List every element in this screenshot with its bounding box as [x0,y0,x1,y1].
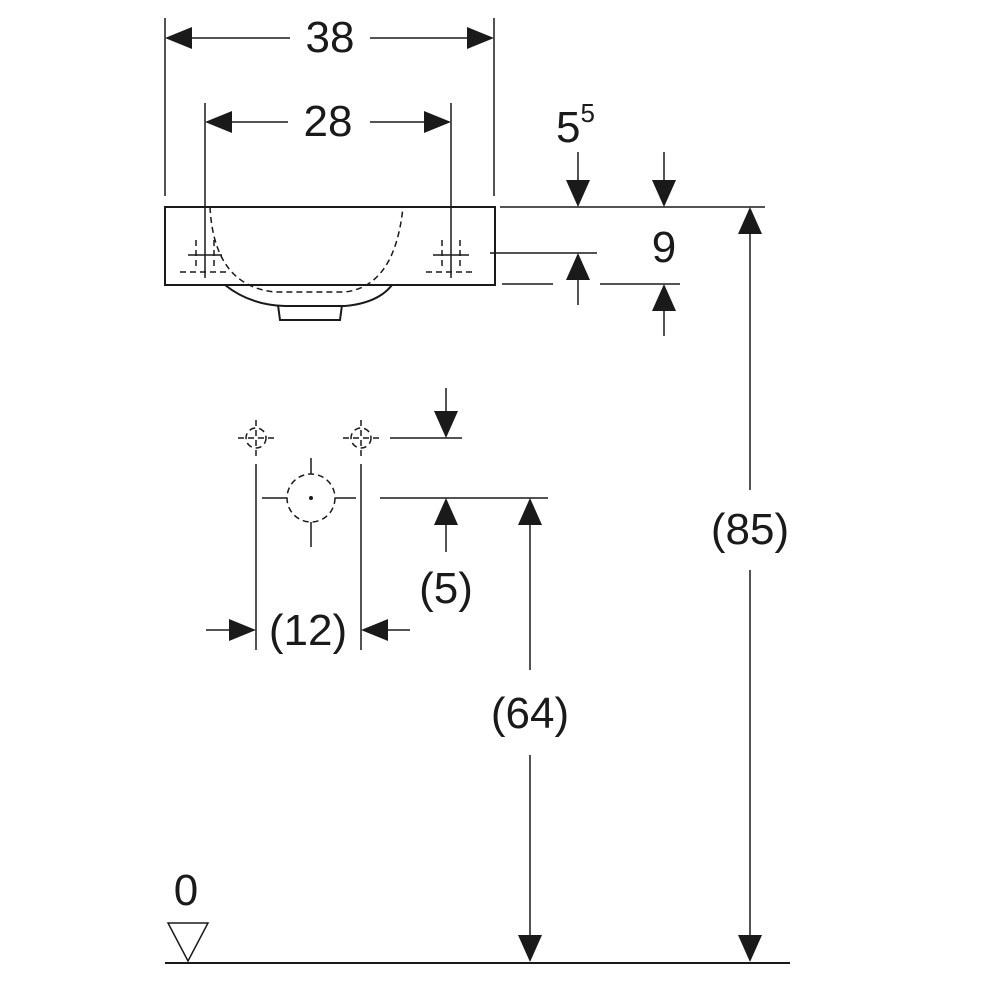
dimension-rim-height: (85) [711,207,789,962]
dimension-basin-depth: 9 [490,206,765,336]
level-marker-icon [166,922,210,963]
waste-outlet-icon [262,458,356,547]
supply-offset-label: (5) [419,564,473,613]
supply-spacing-label: (12) [269,606,347,655]
arrow-down-icon [566,180,590,207]
wall-connections [238,420,379,650]
arrow-down-icon [652,180,676,207]
arrow-left-icon [361,619,388,641]
basin [164,206,496,321]
dimension-supply-offset: (5) [380,388,548,613]
floor-level-label: 0 [174,866,198,915]
arrow-up-icon [566,253,590,280]
dimension-supply-spacing: (12) [206,606,410,655]
dimension-rim-offset: 55 [556,98,676,207]
tap-spacing-label: 28 [304,97,353,146]
arrow-up-icon [738,207,762,234]
dimension-tap-spacing: 28 [204,97,452,232]
basin-depth-label: 9 [652,223,676,272]
dimension-overall-width: 38 [164,13,495,196]
overall-width-label: 38 [306,13,355,62]
rim-offset-label: 55 [556,98,595,152]
dimension-waste-height: (64) [491,498,569,962]
arrow-up-icon [518,498,542,525]
rim-height-label: (85) [711,505,789,554]
arrow-down-icon [518,935,542,962]
arrow-down-icon [738,935,762,962]
arrow-left-icon [165,27,192,49]
arrow-up-icon [434,498,458,525]
supply-point-right-icon [343,420,379,456]
floor-reference: 0 [165,866,790,964]
arrow-right-icon [229,619,256,641]
arrow-down-icon [434,411,458,438]
waste-height-label: (64) [491,689,569,738]
arrow-up-icon [652,284,676,311]
arrow-right-icon [467,27,494,49]
arrow-right-icon [424,111,451,133]
arrow-left-icon [205,111,232,133]
supply-point-left-icon [238,420,274,456]
